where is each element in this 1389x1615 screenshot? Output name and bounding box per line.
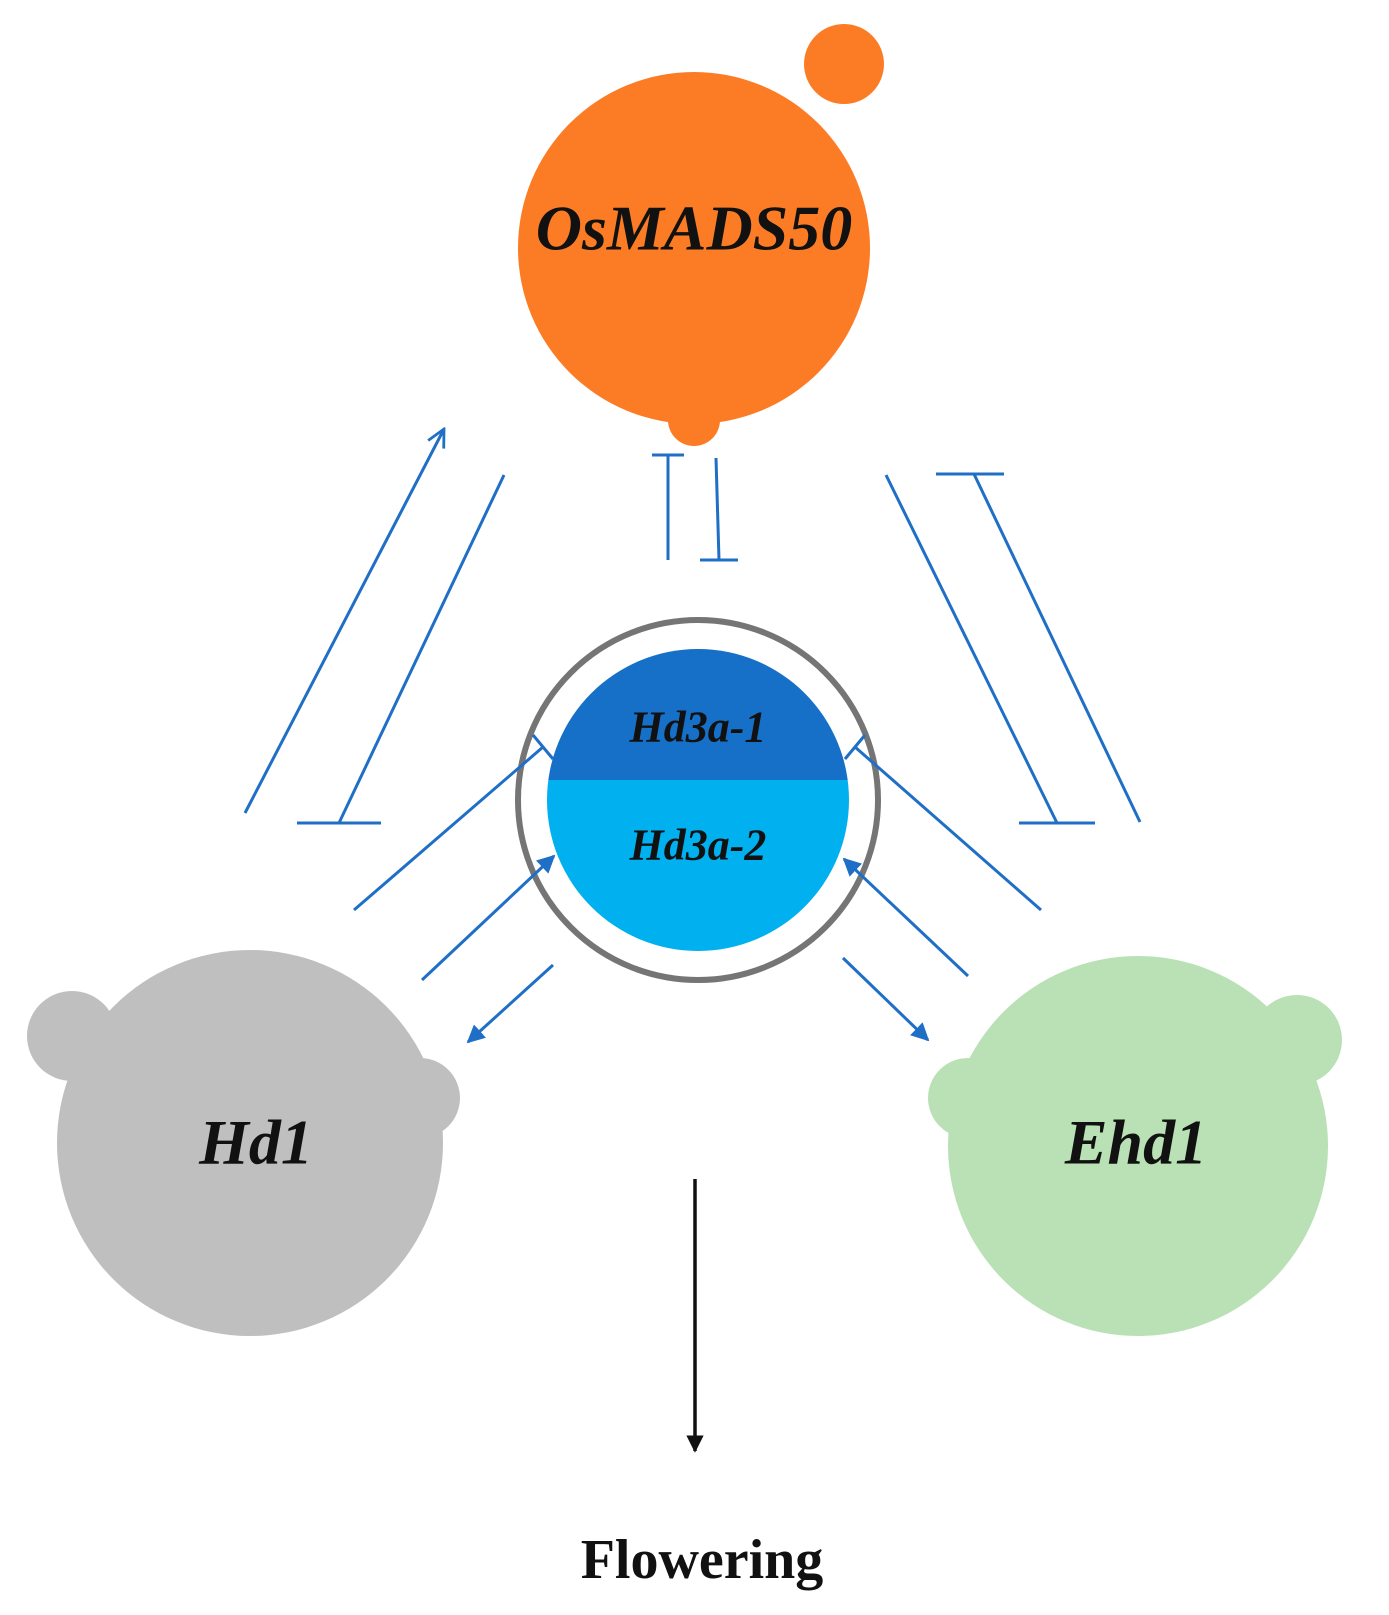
edge-ehd1-inhibits-hd3a-1-bar [843, 734, 867, 760]
edge-hd1-inhibits-hd3a-1 [353, 745, 544, 912]
ehd1-knob-right [1252, 995, 1342, 1085]
edge-osmads50-inhibits-hd3a [714, 457, 721, 561]
osmads50-node: OsMADS50 [518, 24, 884, 446]
ehd1-label: Ehd1 [1064, 1107, 1207, 1178]
osmads50-label: OsMADS50 [536, 193, 853, 264]
ehd1-node: Ehd1 [928, 956, 1342, 1336]
osmads50-body [518, 72, 870, 424]
hd1-knob-left [27, 991, 117, 1081]
hd3a-ring [515, 617, 881, 983]
edge-hd3a-activates-hd1 [466, 963, 555, 1044]
edge-ehd1-inhibits-osmads50 [972, 473, 1142, 823]
edge-ehd1-activates-hd3a-2 [842, 857, 970, 978]
ehd1-body [948, 956, 1328, 1336]
hd1-body [57, 950, 443, 1336]
hd1-knob-right [380, 1058, 460, 1138]
osmads50-knob-bottom [668, 394, 720, 446]
hd3a-2-label: Hd3a-2 [629, 821, 767, 870]
edge-osmads50-inhibits-hd1 [337, 474, 506, 824]
edge-hd1-activates-hd3a-2 [420, 854, 556, 982]
osmads50-knob-top [804, 24, 884, 104]
edge-hd1-activates-osmads50 [243, 429, 444, 814]
edge-osmads50-inhibits-ehd1 [884, 474, 1059, 824]
hd3a-node: Hd3a-1 Hd3a-2 [515, 617, 881, 983]
edge-ehd1-inhibits-hd3a-1 [854, 745, 1042, 912]
hd3a-1-label: Hd3a-1 [629, 703, 767, 752]
hd1-label: Hd1 [198, 1107, 313, 1178]
edge-hd1-inhibits-hd3a-1-bar [531, 734, 555, 760]
hd1-node: Hd1 [27, 950, 460, 1336]
ehd1-knob-left [928, 1058, 1008, 1138]
edge-hd3a-activates-ehd1 [841, 956, 930, 1042]
flowering-label: Flowering [581, 1529, 824, 1591]
